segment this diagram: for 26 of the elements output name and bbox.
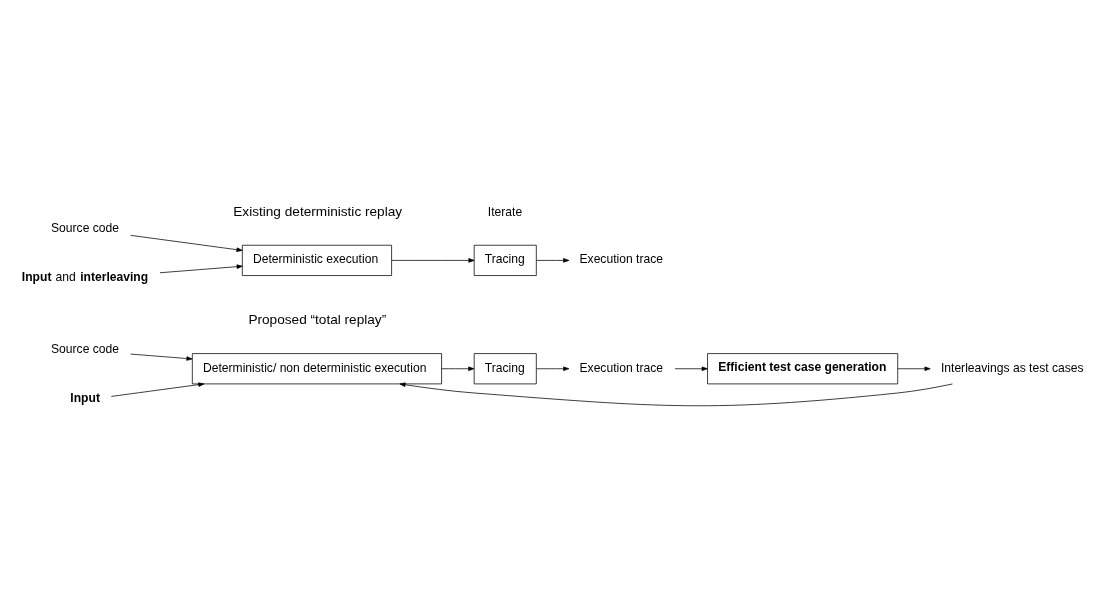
label: Iterate (487, 204, 523, 219)
node-box: Deterministic/ non deterministic execution (191, 352, 442, 384)
arrow (897, 366, 931, 371)
node-text: Source code (51, 220, 120, 235)
label: Proposed “total replay” (248, 311, 387, 327)
arrow (399, 382, 953, 406)
label: Existing deterministic replay (233, 203, 403, 219)
arrow (536, 257, 570, 263)
arrow (441, 366, 475, 371)
node-text: Interleavings as test cases (940, 360, 1084, 375)
node-text: Input (70, 390, 100, 405)
arrow (110, 381, 205, 397)
arrow (391, 257, 475, 263)
arrow (159, 263, 243, 273)
arrow (536, 366, 570, 371)
node-text: Source code (51, 341, 120, 356)
node-box: Tracing (473, 244, 537, 276)
node-text: Input and interleaving (21, 269, 149, 284)
arrow (130, 353, 193, 361)
arrow (674, 366, 708, 371)
node-text: Execution trace (579, 360, 663, 375)
node-box: Efficient test case generation (707, 352, 899, 384)
node-box: Tracing (473, 352, 537, 384)
node-text: Execution trace (579, 251, 663, 266)
arrow (130, 234, 243, 252)
node-box: Deterministic execution (241, 244, 392, 276)
